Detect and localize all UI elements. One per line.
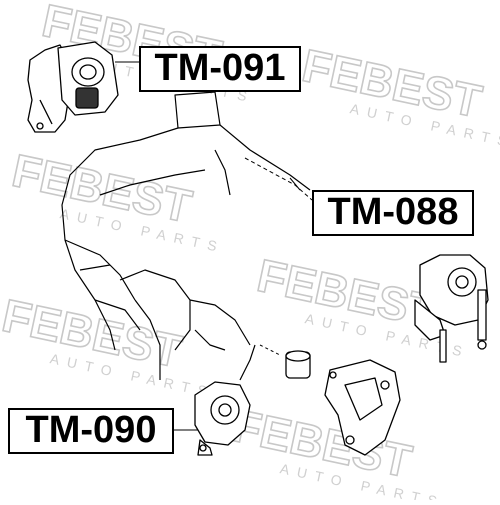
mount-tm-088 [414,254,489,363]
mount-tm-090 [194,381,251,456]
mount-tm-091 [27,41,119,133]
watermark-tile: FEBEST AUTO PARTS [7,143,226,256]
mount-bushing [285,350,311,379]
leader-line-tm-088 [244,157,313,201]
part-label-tm-090: TM-090 [8,408,174,454]
engine-block-outline [61,91,311,381]
mount-bracket [324,359,401,456]
part-label-tm-091: TM-091 [139,46,301,92]
watermark-tile: FEBEST AUTO PARTS [297,38,500,151]
part-label-tm-088: TM-088 [312,190,474,236]
leader-lines [115,61,313,431]
